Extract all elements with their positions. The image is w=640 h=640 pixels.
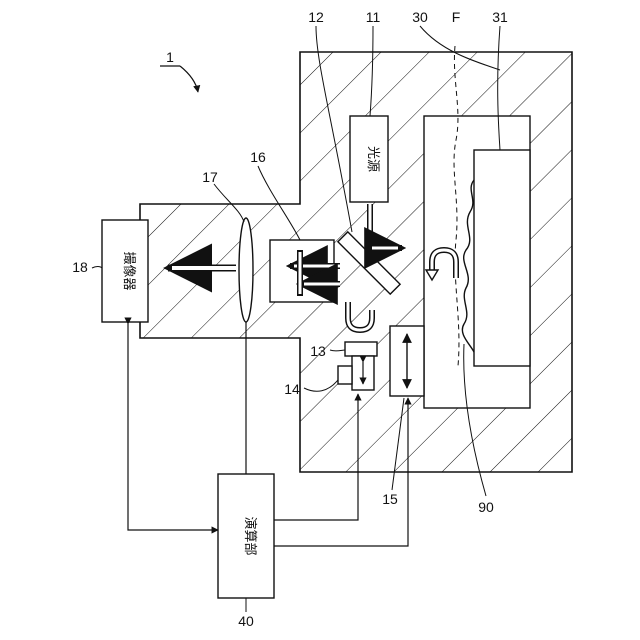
ref-17: 17 (202, 169, 218, 185)
ref-14: 14 (284, 381, 300, 397)
ref-31: 31 (492, 9, 508, 25)
lens (239, 218, 253, 322)
ref-16: 16 (250, 149, 266, 165)
ref-f: F (452, 9, 461, 25)
ref-90: 90 (478, 499, 494, 515)
compute-label: 演算部 (242, 516, 258, 555)
chamber-31 (474, 150, 530, 366)
ref-13: 13 (310, 343, 326, 359)
driver (390, 326, 424, 396)
light-source-label: 光源 (365, 146, 380, 172)
camera-label: 撮像器 (121, 251, 137, 290)
ref-1: 1 (166, 49, 174, 65)
light-source: 光源 (350, 116, 388, 202)
ref-11: 11 (366, 9, 381, 25)
ref-30: 30 (412, 9, 428, 25)
system-ref (160, 66, 198, 92)
ref-40: 40 (238, 613, 254, 629)
ref-12: 12 (308, 9, 324, 25)
ref-15: 15 (382, 491, 398, 507)
ref-18: 18 (72, 259, 88, 275)
camera: 撮像器 (102, 220, 148, 322)
compute-unit: 演算部 (218, 474, 274, 598)
